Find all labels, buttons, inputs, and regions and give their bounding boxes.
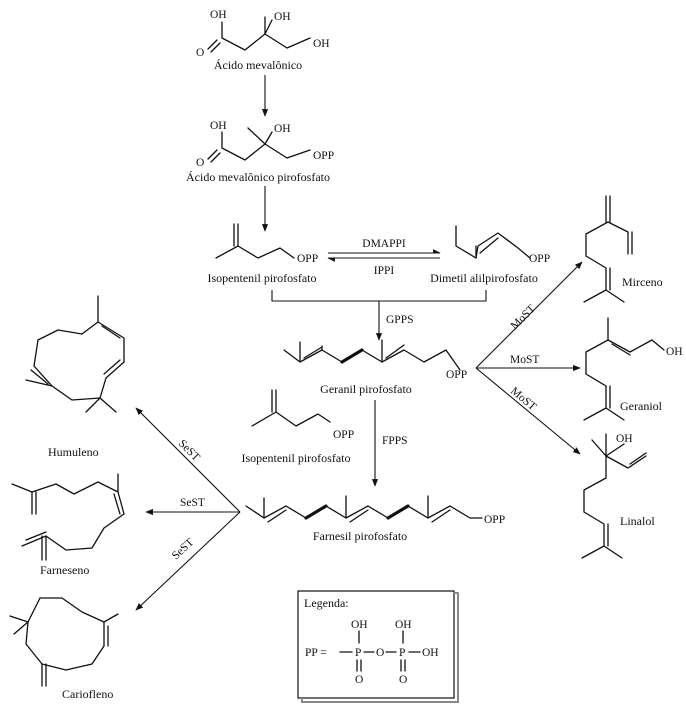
linalol-structure: OH Linalol: [581, 433, 655, 559]
oh-label: OH: [210, 120, 227, 132]
legend-title: Legenda:: [304, 596, 349, 610]
farneseno-label: Farneseno: [40, 563, 89, 577]
enzyme-most-2: MoST: [510, 354, 539, 366]
mirceno-label: Mirceno: [622, 275, 663, 289]
humuleno-structure: Humuleno: [25, 295, 125, 459]
enzyme-sest-1: SeST: [176, 438, 202, 464]
p-label: P: [355, 647, 361, 659]
arrow-gpp-to-mirceno: [475, 261, 583, 369]
arrow-fpp-to-humuleno: [135, 407, 241, 513]
opp-label: OPP: [297, 253, 318, 265]
fpp-label: Farnesil pirofosfato: [313, 529, 407, 543]
o-label: O: [399, 674, 407, 686]
enzyme-gpps: GPPS: [386, 314, 414, 326]
ipp2-label: Isopentenil pirofosfato: [242, 451, 351, 465]
legend-box: Legenda: PP = P OH O O P OH O OH: [297, 590, 459, 703]
enzyme-most-3: MoST: [508, 385, 538, 413]
mevalonic-acid-structure: OH O OH OH: [196, 9, 330, 59]
mevalonic-pp-label: Ácido mevalônico pirofosfato: [186, 170, 330, 184]
geraniol-label: Geraniol: [620, 399, 663, 413]
cariofleno-structure: Cariofleno: [9, 597, 119, 701]
geraniol-structure: OH Geraniol: [583, 317, 683, 421]
ipp-structure: OPP: [215, 223, 318, 265]
cariofleno-label: Cariofleno: [62, 687, 113, 701]
oh-label: OH: [274, 11, 291, 23]
p-label: P: [399, 647, 405, 659]
ipp-label: Isopentenil pirofosfato: [208, 271, 317, 285]
dmapp-label: Dimetil alilpirofosfato: [430, 271, 538, 285]
bridge-o-label: O: [376, 647, 384, 659]
enzyme-dmappi: DMAPPI: [362, 238, 406, 250]
o-label: O: [196, 47, 204, 59]
mirceno-structure: Mirceno: [583, 195, 663, 303]
oh-label: OH: [351, 619, 368, 631]
oh-label: OH: [422, 647, 439, 659]
gpp-structure: OPP: [283, 339, 467, 381]
pp-equals-label: PP =: [305, 647, 327, 659]
opp-label: OPP: [446, 369, 467, 381]
oh-label: OH: [666, 346, 683, 358]
enzyme-sest-3: SeST: [170, 536, 196, 562]
oh-label: OH: [210, 9, 227, 21]
gpp-label: Geranil pirofosfato: [320, 382, 412, 396]
farneseno-structure: Farneseno: [11, 473, 125, 577]
dmapp-structure: OPP: [455, 225, 550, 265]
opp-label: OPP: [484, 514, 505, 526]
enzyme-sest-2: SeST: [180, 497, 205, 509]
oh-label: OH: [395, 619, 412, 631]
humuleno-label: Humuleno: [48, 445, 99, 459]
o-label: O: [355, 674, 363, 686]
enzyme-most-1: MoST: [509, 303, 538, 332]
ipp2-structure: OPP: [251, 389, 354, 441]
opp-label: OPP: [313, 150, 334, 162]
ipp-dmapp-bracket: [271, 290, 487, 302]
o-label: O: [196, 157, 204, 169]
fpp-structure: OPP: [245, 495, 505, 526]
mevalonic-pp-structure: OH O OH OPP: [196, 120, 334, 169]
mevalonic-acid-label: Ácido mevalônico: [214, 58, 302, 72]
linalol-label: Linalol: [620, 514, 655, 528]
enzyme-ippi: IPPI: [374, 265, 395, 277]
oh-label: OH: [274, 123, 291, 135]
oh-label: OH: [313, 38, 330, 50]
opp-label: OPP: [333, 429, 354, 441]
opp-label: OPP: [529, 253, 550, 265]
arrow-fpp-to-cariofleno: [135, 511, 241, 611]
arrow-gpp-to-linalol: [475, 367, 581, 455]
oh-label: OH: [616, 433, 633, 445]
enzyme-fpps: FPPS: [382, 435, 408, 447]
